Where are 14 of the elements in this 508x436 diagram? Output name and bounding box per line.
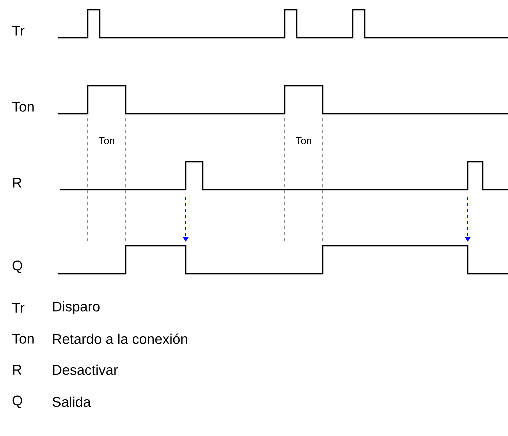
legend-description: Desactivar bbox=[53, 364, 118, 376]
legend-abbreviation: Q bbox=[12, 396, 22, 408]
legend-description: Salida bbox=[52, 396, 92, 408]
signal-name: Ton bbox=[12, 102, 34, 112]
duration-label: Ton bbox=[296, 138, 312, 144]
legend-abbreviation: Tr bbox=[12, 303, 25, 313]
duration-label: Ton bbox=[99, 138, 114, 144]
signal-name: R bbox=[13, 178, 22, 188]
legend-description: Disparo bbox=[53, 301, 100, 315]
legend-abbreviation: R bbox=[13, 365, 22, 375]
legend-description: Retardo a la conexión bbox=[53, 334, 188, 344]
signal-name: Tr bbox=[12, 26, 25, 36]
legend-abbreviation: Ton bbox=[12, 334, 34, 344]
signal-name: Q bbox=[12, 260, 22, 274]
